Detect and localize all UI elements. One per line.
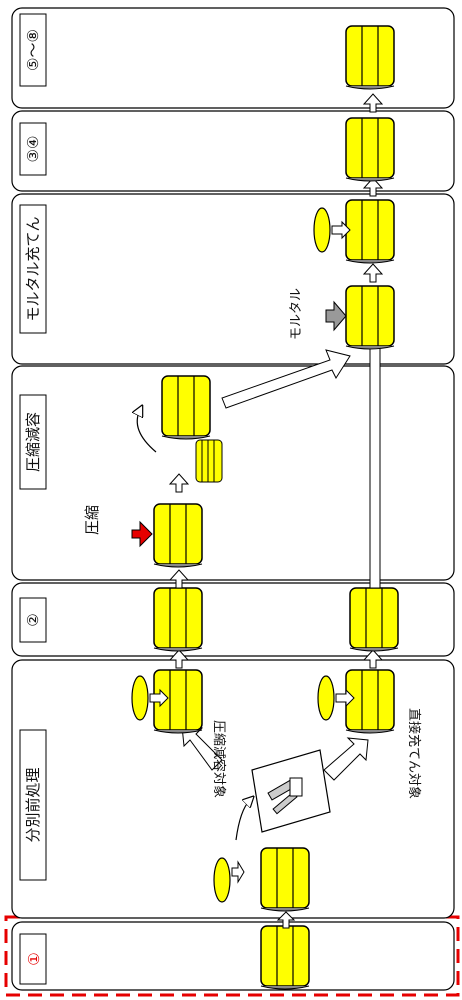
arrow-to-mortar [221,349,351,409]
drum-stage2-a [153,587,203,652]
stage-7-panel [11,7,455,109]
drum-mortar [345,285,395,350]
drum-mortar-filled [345,199,395,264]
mortar-arrow [325,300,347,332]
arrow-lid [231,860,245,884]
stage-4-label: 圧縮減容 [24,412,42,472]
stage-6-label: ③④ [24,136,42,163]
label-mortar: モルタル [289,288,304,340]
arrow-to-direct [323,737,369,781]
lid-direct [317,675,335,721]
compress-arrow [131,520,153,548]
lid-pretreat [213,857,231,903]
stage-1-panel [11,921,455,991]
stage-4-panel [11,365,455,581]
lid-compress [131,675,149,721]
lid-mortar [313,207,331,253]
stage-7-label: ⑤～⑧ [24,29,42,71]
label-direct-target: 直接充てん対象 [406,708,422,799]
stage-2-panel [11,659,455,919]
drum-stage7 [345,25,395,90]
stage-3-label: ② [24,613,42,626]
drum-direct-target [345,669,395,734]
label-compress-target: 圧縮減容対象 [211,720,227,798]
arrow-stage1-up [276,911,296,929]
direct-path [369,311,381,589]
stage-5-label: モルタル充てん [24,216,42,321]
stage-1-label: ① [25,952,43,965]
drum-compressed-packed [161,375,211,440]
drum-pretreat [260,847,310,912]
stage-3-panel [11,582,455,657]
stage-6-panel [11,110,455,192]
stage-2-label: 分別前処理 [24,767,42,842]
label-compress: 圧縮 [83,505,101,535]
drum-stage2-b [349,587,399,652]
drum-stage1 [260,925,310,990]
drum-stage6 [345,117,395,182]
compressed-pellet [195,439,223,483]
drum-compress [153,503,203,568]
